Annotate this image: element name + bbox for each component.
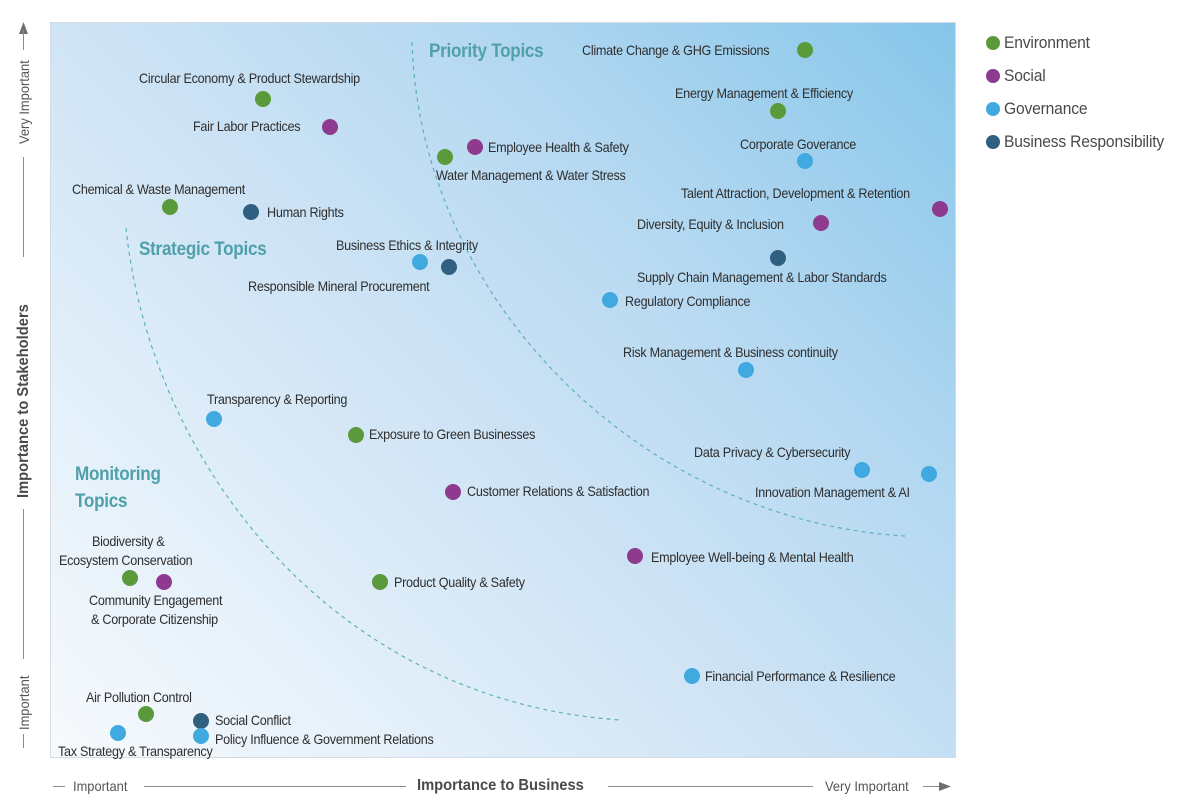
data-point-governance[interactable] [854,462,870,478]
point-label: Tax Strategy & Transparency [58,743,213,759]
point-label: Exposure to Green Businesses [369,426,536,442]
data-point-environment[interactable] [348,427,364,443]
x-axis-arrow-icon [923,782,951,791]
legend-label: Governance [1004,98,1088,118]
point-label: Business Ethics & Integrity [336,237,478,253]
point-label: Talent Attraction, Development & Retenti… [681,185,910,201]
point-label: Customer Relations & Satisfaction [467,483,650,499]
point-label: Regulatory Compliance [625,293,751,309]
data-point-social[interactable] [156,574,172,590]
data-point-environment[interactable] [138,706,154,722]
data-point-environment[interactable] [372,574,388,590]
point-label: Community Engagement [89,592,223,608]
y-axis-line-top [23,157,24,257]
data-point-environment[interactable] [122,570,138,586]
x-axis-line-right [608,786,813,787]
point-label: Policy Influence & Government Relations [215,731,434,747]
point-label: Supply Chain Management & Labor Standard… [637,269,887,285]
zone-label-monitoring-2: Topics [75,491,128,512]
social-dot-icon [986,68,1000,83]
point-label: Circular Economy & Product Stewardship [139,70,360,86]
data-point-environment[interactable] [162,199,178,215]
data-point-social[interactable] [322,119,338,135]
data-point-governance[interactable] [921,466,937,482]
data-point-social[interactable] [932,201,948,217]
point-label: Employee Health & Safety [488,139,629,155]
point-label: Chemical & Waste Management [72,181,245,197]
point-label-line2: & Corporate Citizenship [91,611,218,627]
x-axis-line-left [144,786,406,787]
data-point-social[interactable] [813,215,829,231]
point-label: Biodiversity & [92,533,165,549]
y-axis-low-label: Important [16,675,32,730]
zone-label-monitoring-1: Monitoring [75,464,161,485]
data-point-business-responsibility[interactable] [243,204,259,220]
point-label: Social Conflict [215,712,291,728]
x-axis-title: Importance to Business [417,777,584,794]
point-label: Product Quality & Safety [394,574,525,590]
point-label: Energy Management & Efficiency [675,85,853,101]
legend-label: Environment [1004,32,1090,52]
point-label: Water Management & Water Stress [436,167,626,183]
x-axis-low-label: Important [73,778,128,794]
point-label: Data Privacy & Cybersecurity [694,444,851,460]
environment-dot-icon [986,35,1000,50]
data-point-governance[interactable] [412,254,428,270]
point-label: Employee Well-being & Mental Health [651,549,854,565]
data-point-governance[interactable] [602,292,618,308]
y-axis-arrow-icon [19,22,28,50]
point-label: Transparency & Reporting [207,391,348,407]
data-point-governance[interactable] [684,668,700,684]
point-label: Corporate Goverance [740,136,857,152]
data-point-business-responsibility[interactable] [193,713,209,729]
y-axis-high-label: Very Important [16,60,32,144]
data-point-business-responsibility[interactable] [441,259,457,275]
legend-item-business-responsibility[interactable]: Business Responsibility [986,125,1178,158]
x-axis-line-start [53,786,65,787]
legend-label: Social [1004,65,1046,85]
plot-area [50,22,956,758]
legend-item-social[interactable]: Social [986,59,1178,92]
y-axis-title: Importance to Stakeholders [15,304,32,498]
point-label: Diversity, Equity & Inclusion [637,216,784,232]
data-point-governance[interactable] [193,728,209,744]
x-axis-high-label: Very Important [825,778,909,794]
y-axis-line-end [23,734,24,748]
legend-item-governance[interactable]: Governance [986,92,1178,125]
data-point-social[interactable] [445,484,461,500]
point-label: Fair Labor Practices [193,118,301,134]
y-axis-line-bottom [23,509,24,659]
point-label-line2: Ecosystem Conservation [59,552,193,568]
zone-label-priority: Priority Topics [429,41,544,62]
point-label: Innovation Management & AI [755,484,910,500]
data-point-environment[interactable] [797,42,813,58]
x-axis: Important Importance to Business Very Im… [50,776,956,796]
data-point-environment[interactable] [255,91,271,107]
data-point-business-responsibility[interactable] [770,250,786,266]
point-label: Responsible Mineral Procurement [248,278,430,294]
data-point-social[interactable] [627,548,643,564]
data-point-governance[interactable] [738,362,754,378]
point-label: Human Rights [267,204,344,220]
data-point-governance[interactable] [206,411,222,427]
point-label: Climate Change & GHG Emissions [582,42,770,58]
legend-item-environment[interactable]: Environment [986,26,1178,59]
business-responsibility-dot-icon [986,134,1000,149]
data-point-environment[interactable] [770,103,786,119]
data-point-social[interactable] [467,139,483,155]
zone-label-strategic: Strategic Topics [139,239,267,260]
point-label: Financial Performance & Resilience [705,668,896,684]
legend: Environment Social Governance Business R… [986,26,1178,158]
data-point-governance[interactable] [797,153,813,169]
governance-dot-icon [986,101,1000,116]
point-label: Air Pollution Control [86,689,192,705]
y-axis: Very Important Importance to Stakeholder… [14,22,38,758]
data-point-governance[interactable] [110,725,126,741]
data-point-environment[interactable] [437,149,453,165]
point-label: Risk Management & Business continuity [623,344,838,360]
legend-label: Business Responsibility [1004,131,1165,151]
